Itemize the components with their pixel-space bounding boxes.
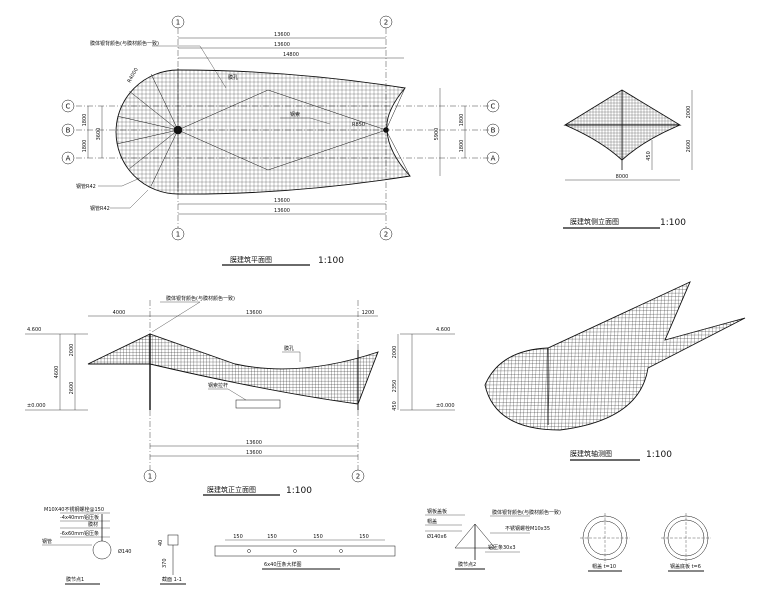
axon-text: 膜建筑轴测图 1:100 xyxy=(570,449,672,460)
side-scale: 1:100 xyxy=(660,218,686,228)
d1-label-bolt: M10X40不锈钢螺栓@150 xyxy=(44,506,104,513)
plan-title: 膜建筑平面图 xyxy=(230,255,272,264)
dim-bot-1: 13600 xyxy=(274,198,290,204)
dim-top-1: 13600 xyxy=(274,32,290,38)
d1-label-plate: -4x40mm铝压板 xyxy=(60,514,99,521)
d4-label-color: 膜体银背颜色(与膜材颜色一致) xyxy=(492,509,561,516)
d4-label-cover: 钢板盖板 xyxy=(427,508,447,515)
axonometric-view xyxy=(484,281,746,461)
d3-dim-c: 150 xyxy=(313,534,323,540)
note-membrane-hole: 膜孔 xyxy=(228,74,238,81)
note-steel-tube-2: 钢管R42 xyxy=(90,205,110,212)
side-dim-width: 8000 xyxy=(616,174,629,180)
axis-label-c: C xyxy=(66,103,71,111)
axis-label-1-bottom: 1 xyxy=(176,231,180,239)
dim-left-a: 1800 xyxy=(82,114,88,127)
d4-label-tube: Ø140x6 xyxy=(427,533,447,540)
d6-title: 钢盖底板 t=6 xyxy=(670,563,701,570)
d3-dim-d: 150 xyxy=(359,534,369,540)
front-dim-l2: 2600 xyxy=(69,382,75,395)
d2-label-40: 40 xyxy=(158,540,164,546)
side-dim-h3: 450 xyxy=(646,151,652,161)
side-text: 8000 2000 2600 450 膜建筑侧立面图 1:100 xyxy=(570,106,692,228)
front-scale: 1:100 xyxy=(286,486,312,496)
dim-radius: R4000 xyxy=(126,67,139,84)
front-elevation xyxy=(25,300,455,496)
front-note-membrane-color: 膜体银背颜色(与膜材颜色一致) xyxy=(166,295,235,302)
note-steel-tube-1: 钢管R42 xyxy=(76,183,96,190)
front-title: 膜建筑正立面图 xyxy=(207,485,256,494)
front-dim-l3: 4600 xyxy=(54,366,60,379)
dim-left-b: 1800 xyxy=(82,140,88,153)
axon-scale: 1:100 xyxy=(646,450,672,460)
details xyxy=(42,512,711,585)
d5-title: 帽盖 t=10 xyxy=(592,563,616,570)
front-dim-top2: 13600 xyxy=(246,310,262,316)
front-dim-r1: 2000 xyxy=(392,346,398,359)
axis-label-b-right: B xyxy=(491,127,496,135)
d3-dim-a: 150 xyxy=(233,534,243,540)
side-elevation xyxy=(563,89,693,229)
d3-dim-b: 150 xyxy=(267,534,277,540)
front-text: 1 2 4.600 4.600 ±0.000 ±0.000 4000 13600… xyxy=(27,295,455,496)
front-note-membrane-hole: 膜孔 xyxy=(284,345,294,352)
side-dim-h1: 2000 xyxy=(686,106,692,119)
front-dim-top3: 1200 xyxy=(362,310,375,316)
front-dim-bot1: 13600 xyxy=(246,440,262,446)
dim-r850: R850 xyxy=(352,122,365,128)
front-dim-r3: 450 xyxy=(392,401,398,411)
note-membrane-color: 膜体银背颜色(与膜材颜色一致) xyxy=(90,40,159,47)
d2-label-370: 370 xyxy=(162,558,168,568)
dim-top-3: 14800 xyxy=(283,52,299,58)
plan-text: 1 2 1 2 C B A C B A 13600 13600 14800 13… xyxy=(66,19,496,267)
front-dim-r2: 2350 xyxy=(392,380,398,393)
side-title: 膜建筑侧立面图 xyxy=(570,217,619,226)
front-note-rigid-cable: 钢索拉杆 xyxy=(208,382,228,389)
dim-right-b: 1800 xyxy=(459,140,465,153)
elev-top-left: 4.600 xyxy=(27,327,41,333)
note-steel-cable: 钢索 xyxy=(290,111,300,118)
d4-title: 膜节点2 xyxy=(458,561,476,568)
axis-label-a: A xyxy=(66,155,71,163)
elev-top-right: 4.600 xyxy=(436,327,450,333)
axon-title: 膜建筑轴测图 xyxy=(570,449,612,458)
axis-label-2: 2 xyxy=(384,19,388,27)
plan-scale: 1:100 xyxy=(318,256,344,266)
d3-title: 6x40压条大样图 xyxy=(264,561,302,568)
dim-bot-2: 13600 xyxy=(274,208,290,214)
d4-label-cap: 帽盖 xyxy=(427,518,437,525)
axis-label-1: 1 xyxy=(176,19,180,27)
dim-right-total: 5900 xyxy=(434,128,440,141)
front-axis-1: 1 xyxy=(148,473,152,481)
front-axis-2: 2 xyxy=(356,473,360,481)
dim-right-a: 1800 xyxy=(459,114,465,127)
plan-view xyxy=(61,15,500,266)
front-dim-top1: 4000 xyxy=(113,310,126,316)
side-dim-h2: 2600 xyxy=(686,140,692,153)
front-dim-l1: 2000 xyxy=(69,344,75,357)
axis-label-2-bottom: 2 xyxy=(384,231,388,239)
d1-title: 膜节点1 xyxy=(66,576,84,583)
axis-label-b: B xyxy=(66,127,71,135)
d4-label-strip: 铝压条30x3 xyxy=(488,544,516,551)
d1-label-tube: 钢管 xyxy=(42,538,52,545)
details-text: M10X40不锈钢螺栓@150 -4x40mm铝压板 膜材 -6x60mm铝压条… xyxy=(42,506,701,583)
d4-label-bolt: 不锈钢螺栓M10x35 xyxy=(505,525,550,532)
front-dim-bot2: 13600 xyxy=(246,450,262,456)
dim-left-total: 3600 xyxy=(96,128,102,141)
d1-label-strip: -6x60mm铝压条 xyxy=(60,530,99,537)
d1-label-membrane: 膜材 xyxy=(88,521,98,528)
elev-base-right: ±0.000 xyxy=(436,403,455,409)
axis-label-c-right: C xyxy=(491,103,496,111)
d1-label-diameter: Ø140 xyxy=(118,548,131,555)
dim-top-2: 13600 xyxy=(274,42,290,48)
d2-title: 截面 1-1 xyxy=(162,576,182,583)
axis-label-a-right: A xyxy=(491,155,496,163)
elev-base-left: ±0.000 xyxy=(27,403,46,409)
